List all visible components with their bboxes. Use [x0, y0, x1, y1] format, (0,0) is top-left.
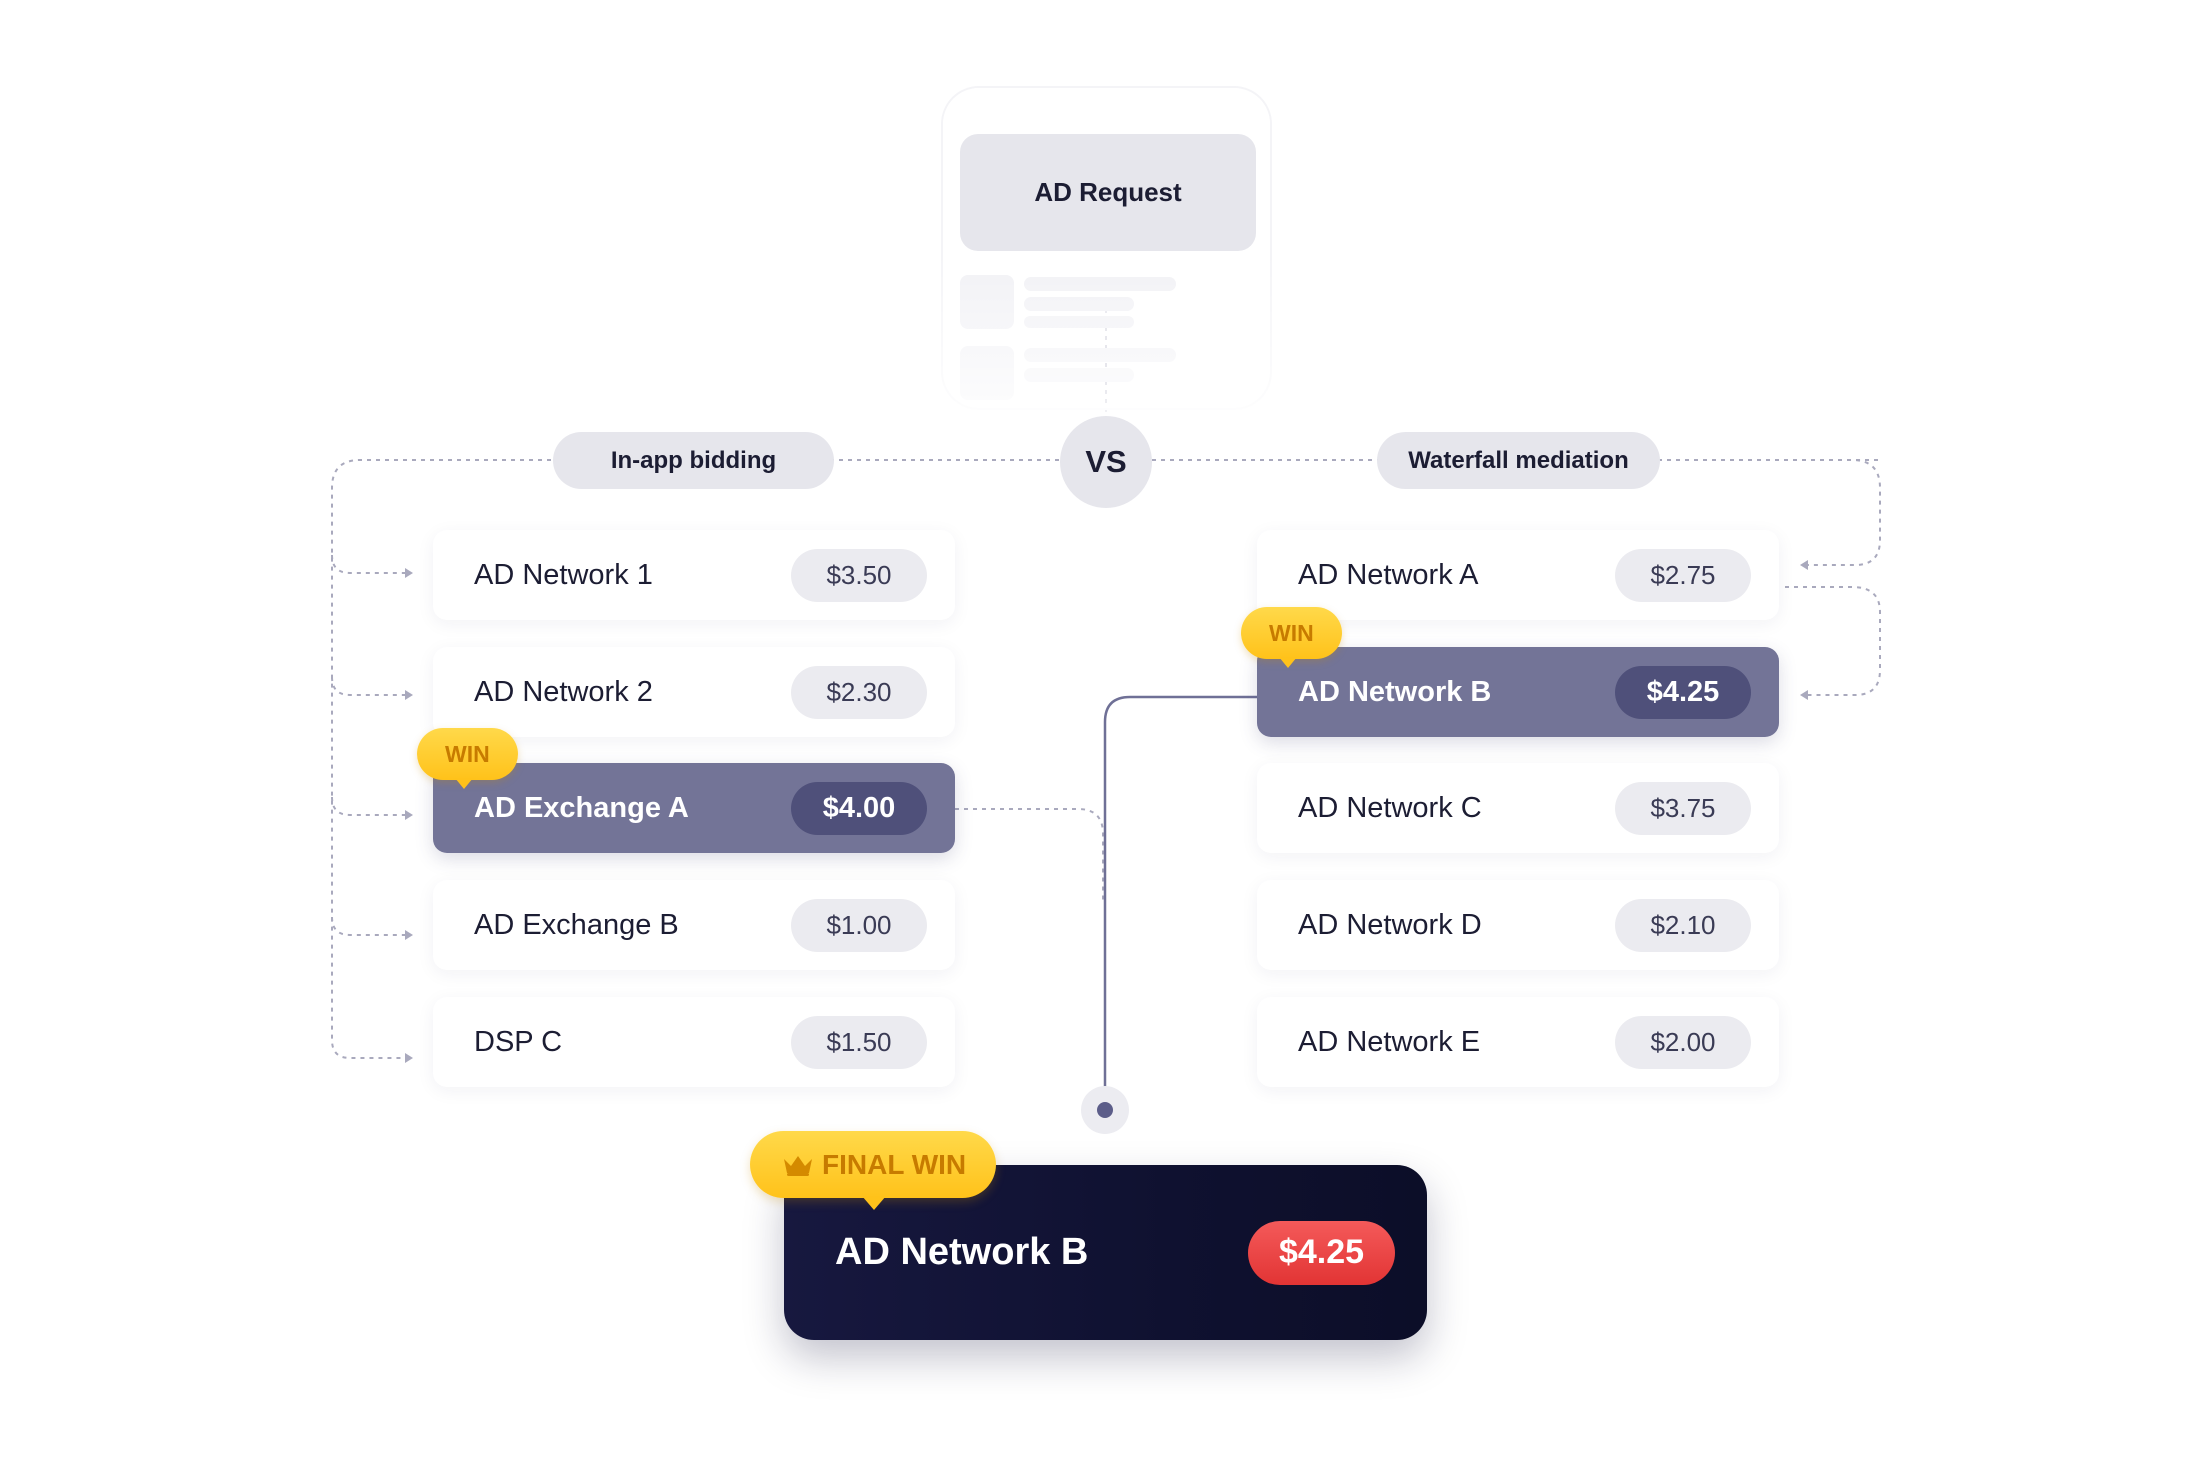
waterfall-row-d: AD Network D $2.10 [1257, 880, 1779, 970]
win-badge-in-app: WIN [417, 728, 518, 789]
waterfall-row-c: AD Network C $3.75 [1257, 763, 1779, 853]
win-badge-waterfall: WIN [1241, 607, 1342, 668]
network-name: AD Exchange B [474, 908, 679, 941]
vs-badge: VS [1060, 416, 1152, 508]
network-name: AD Network E [1298, 1025, 1481, 1058]
bid-price: $1.00 [791, 898, 927, 952]
in-app-row-5: DSP C $1.50 [433, 997, 955, 1087]
bid-price: $4.25 [1615, 665, 1751, 719]
network-name: AD Network A [1298, 558, 1479, 591]
waterfall-mediation-label: Waterfall mediation [1377, 432, 1660, 489]
network-name: AD Network C [1298, 791, 1482, 824]
in-app-row-2: AD Network 2 $2.30 [433, 647, 955, 737]
network-name: AD Network D [1298, 908, 1482, 941]
waterfall-row-b-winner: AD Network B $4.25 [1257, 647, 1779, 737]
ad-request-fade [930, 250, 1280, 415]
bid-price: $3.75 [1615, 781, 1751, 835]
in-app-row-3-winner: AD Exchange A $4.00 [433, 763, 955, 853]
network-name: AD Exchange A [474, 791, 689, 824]
waterfall-row-a: AD Network A $2.75 [1257, 530, 1779, 620]
in-app-bidding-label: In-app bidding [553, 432, 834, 489]
ad-request-title: AD Request [960, 134, 1256, 251]
waterfall-row-e: AD Network E $2.00 [1257, 997, 1779, 1087]
in-app-row-1: AD Network 1 $3.50 [433, 530, 955, 620]
final-win-label: FINAL WIN [822, 1148, 967, 1180]
bid-price: $1.50 [791, 1015, 927, 1069]
bid-price: $2.10 [1615, 898, 1751, 952]
bid-price: $2.00 [1615, 1015, 1751, 1069]
crown-icon [784, 1155, 812, 1176]
bid-price: $4.00 [791, 781, 927, 835]
bid-price: $2.30 [791, 665, 927, 719]
bid-price: $2.75 [1615, 548, 1751, 602]
final-winner-price: $4.25 [1248, 1220, 1395, 1285]
network-name: AD Network 1 [474, 558, 653, 591]
bid-price: $3.50 [791, 548, 927, 602]
network-name: AD Network 2 [474, 675, 653, 708]
network-name: AD Network B [1298, 675, 1492, 708]
final-winner-name: AD Network B [835, 1231, 1089, 1273]
final-win-badge: FINAL WIN [750, 1131, 997, 1210]
in-app-row-4: AD Exchange B $1.00 [433, 880, 955, 970]
network-name: DSP C [474, 1025, 563, 1058]
